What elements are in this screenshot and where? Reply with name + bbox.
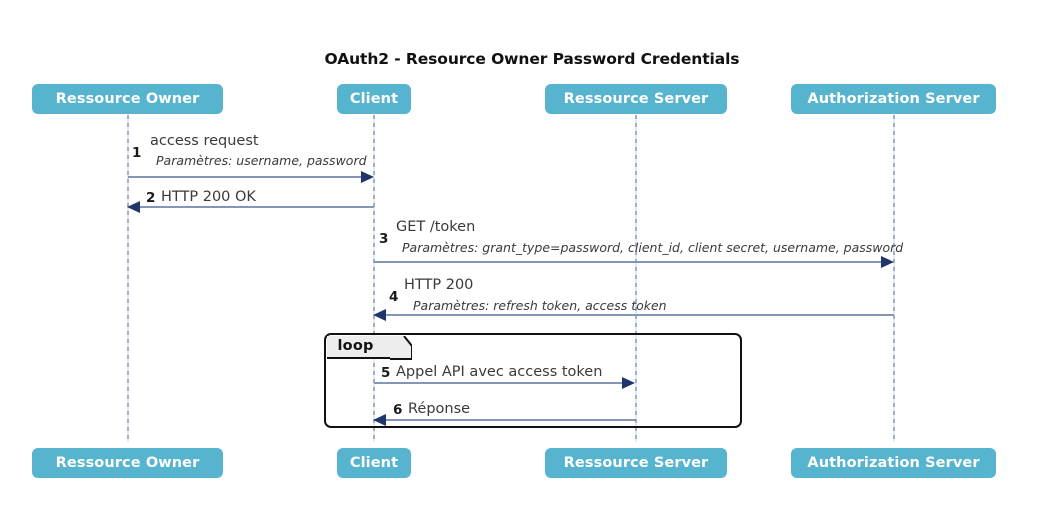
participant-label: Ressource Server <box>563 91 709 107</box>
lifeline-client <box>373 115 375 442</box>
arrow-head-right-icon <box>361 171 374 183</box>
fragment-loop-notch-icon <box>390 335 412 360</box>
participant-label: Authorization Server <box>807 91 980 107</box>
message-label-2: HTTP 200 OK <box>161 189 256 205</box>
message-label-5: Appel API avec access token <box>396 364 603 380</box>
participant-label: Ressource Server <box>563 455 709 471</box>
participant-label: Ressource Owner <box>55 91 200 107</box>
arrow-head-left-icon <box>373 309 386 321</box>
participant-footer-authorization-server[interactable]: Authorization Server <box>791 448 996 478</box>
message-label-4: HTTP 200 <box>404 277 474 293</box>
participant-label: Ressource Owner <box>55 455 200 471</box>
participant-footer-client[interactable]: Client <box>337 448 411 478</box>
participant-header-ressource-owner[interactable]: Ressource Owner <box>32 84 223 114</box>
arrow-head-left-icon <box>373 414 386 426</box>
fragment-loop-label: loop <box>337 338 374 354</box>
page-title: OAuth2 - Resource Owner Password Credent… <box>324 50 740 68</box>
participant-label: Authorization Server <box>807 455 980 471</box>
message-params-3: Paramètres: grant_type=password, client_… <box>402 240 904 255</box>
participant-footer-ressource-server[interactable]: Ressource Server <box>545 448 727 478</box>
participant-header-client[interactable]: Client <box>337 84 411 114</box>
participant-label: Client <box>349 91 399 107</box>
message-number-1: 1 <box>132 145 142 161</box>
message-number-6: 6 <box>393 402 403 418</box>
message-arrow-3 <box>374 261 882 263</box>
message-arrow-6 <box>386 419 636 421</box>
arrow-head-right-icon <box>881 256 894 268</box>
fragment-loop <box>324 333 742 428</box>
message-label-6: Réponse <box>408 401 471 417</box>
arrow-head-left-icon <box>127 201 140 213</box>
lifeline-ressource-owner <box>127 115 129 442</box>
message-arrow-2 <box>140 206 374 208</box>
message-params-1: Paramètres: username, password <box>156 153 367 168</box>
message-label-3: GET /token <box>396 219 476 235</box>
participant-header-ressource-server[interactable]: Ressource Server <box>545 84 727 114</box>
participant-footer-ressource-owner[interactable]: Ressource Owner <box>32 448 223 478</box>
message-params-4: Paramètres: refresh token, access token <box>413 298 667 313</box>
lifeline-authorization-server <box>893 115 895 442</box>
message-arrow-4 <box>386 314 894 316</box>
message-number-3: 3 <box>379 231 389 247</box>
arrow-head-right-icon <box>622 377 635 389</box>
participant-header-authorization-server[interactable]: Authorization Server <box>791 84 996 114</box>
participant-label: Client <box>349 455 399 471</box>
fragment-loop-tab: loop <box>326 335 391 359</box>
message-label-1: access request <box>150 133 259 149</box>
message-arrow-1 <box>128 176 362 178</box>
message-arrow-5 <box>374 382 623 384</box>
message-number-5: 5 <box>381 365 391 381</box>
message-number-2: 2 <box>146 190 156 206</box>
message-number-4: 4 <box>389 289 399 305</box>
lifeline-ressource-server <box>635 115 637 442</box>
